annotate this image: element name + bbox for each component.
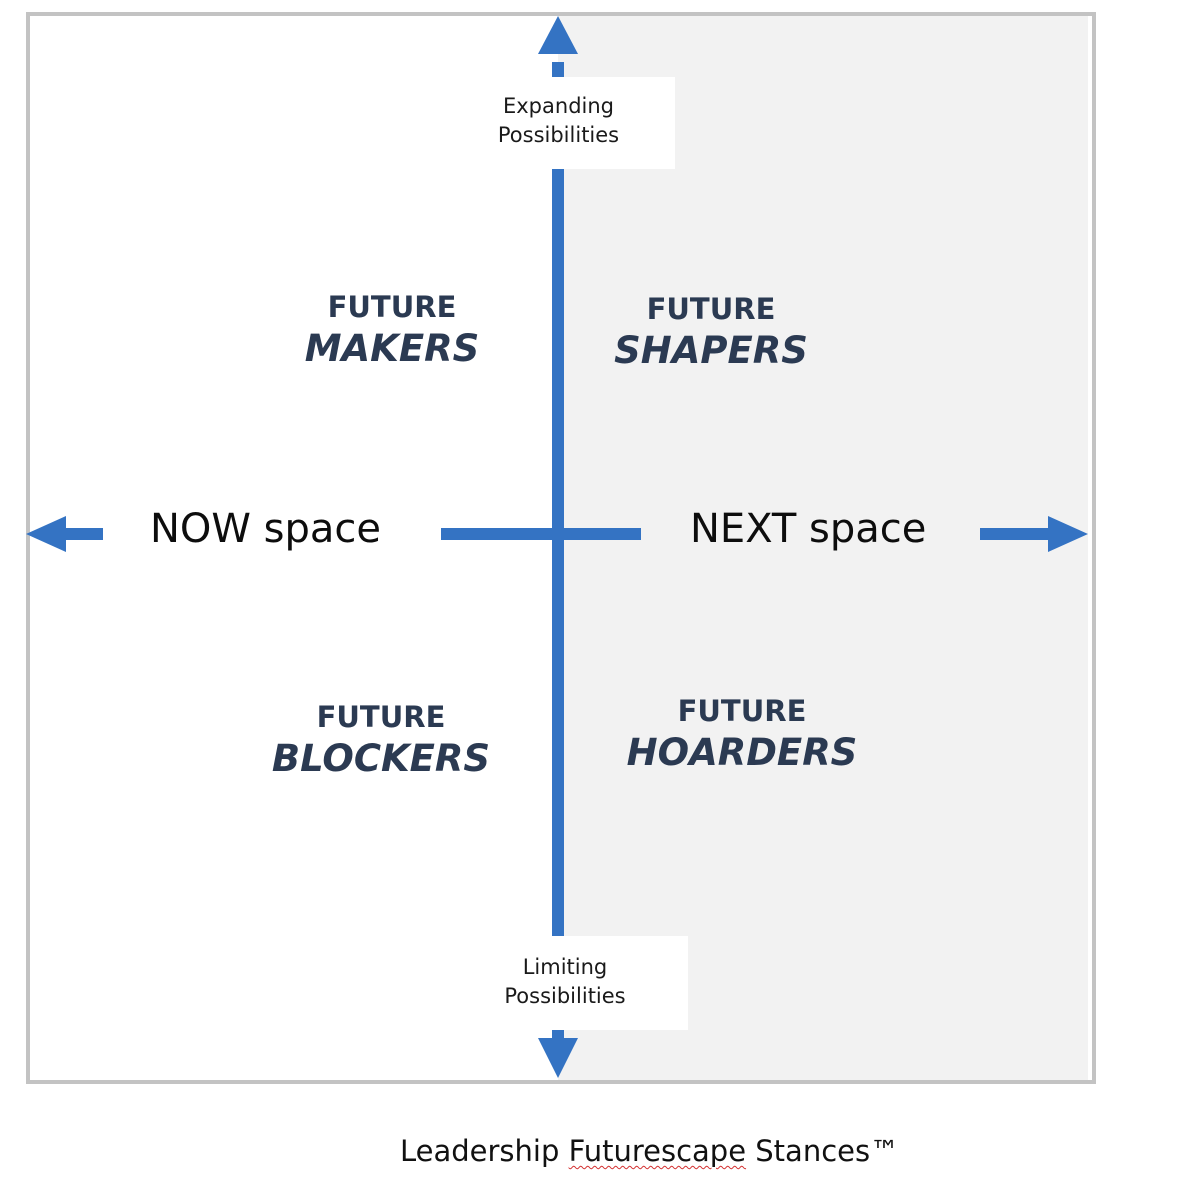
horizontal-axis-line [441, 528, 641, 540]
bottom-pole-line2: Possibilities [504, 984, 626, 1008]
quadrant-future-shapers: FUTURE SHAPERS [600, 292, 822, 376]
quadrant-makers-line1: FUTURE [327, 290, 457, 324]
quadrant-future-makers: FUTURE MAKERS [292, 290, 492, 374]
caption-misspelled-word[interactable]: Futurescape [568, 1134, 747, 1168]
right-arrow-icon [1048, 516, 1088, 552]
next-space-label: NEXT space [690, 506, 927, 552]
right-arrow-shaft [980, 528, 1052, 540]
up-arrow-icon [538, 16, 578, 54]
caption-part3: Stances™ [746, 1134, 900, 1168]
top-pole-line2: Possibilities [497, 123, 620, 147]
diagram-caption: Leadership Futurescape Stances™ [400, 1134, 899, 1168]
quadrant-makers-line2: MAKERS [304, 327, 480, 370]
quadrant-hoarders-line2: HOARDERS [626, 731, 858, 774]
left-arrow-shaft [62, 528, 103, 540]
top-pole-line1: Expanding [502, 94, 614, 118]
quadrant-shapers-line2: SHAPERS [614, 329, 808, 372]
vertical-axis-line [552, 62, 564, 1042]
top-pole-label: Expanding Possibilities [442, 77, 675, 169]
bottom-pole-label: Limiting Possibilities [442, 936, 688, 1030]
left-arrow-icon [26, 516, 66, 552]
quadrant-hoarders-line1: FUTURE [677, 694, 807, 728]
bottom-pole-line1: Limiting [522, 955, 608, 979]
now-space-label: NOW space [150, 506, 382, 552]
quadrant-future-hoarders: FUTURE HOARDERS [620, 694, 864, 778]
caption-part1: Leadership [400, 1134, 569, 1168]
quadrant-blockers-line2: BLOCKERS [271, 737, 491, 780]
quadrant-shapers-line1: FUTURE [646, 292, 776, 326]
next-space-background [558, 16, 1088, 1080]
quadrant-future-blockers: FUTURE BLOCKERS [266, 700, 496, 784]
quadrant-blockers-line1: FUTURE [316, 700, 446, 734]
down-arrow-icon [538, 1038, 578, 1078]
